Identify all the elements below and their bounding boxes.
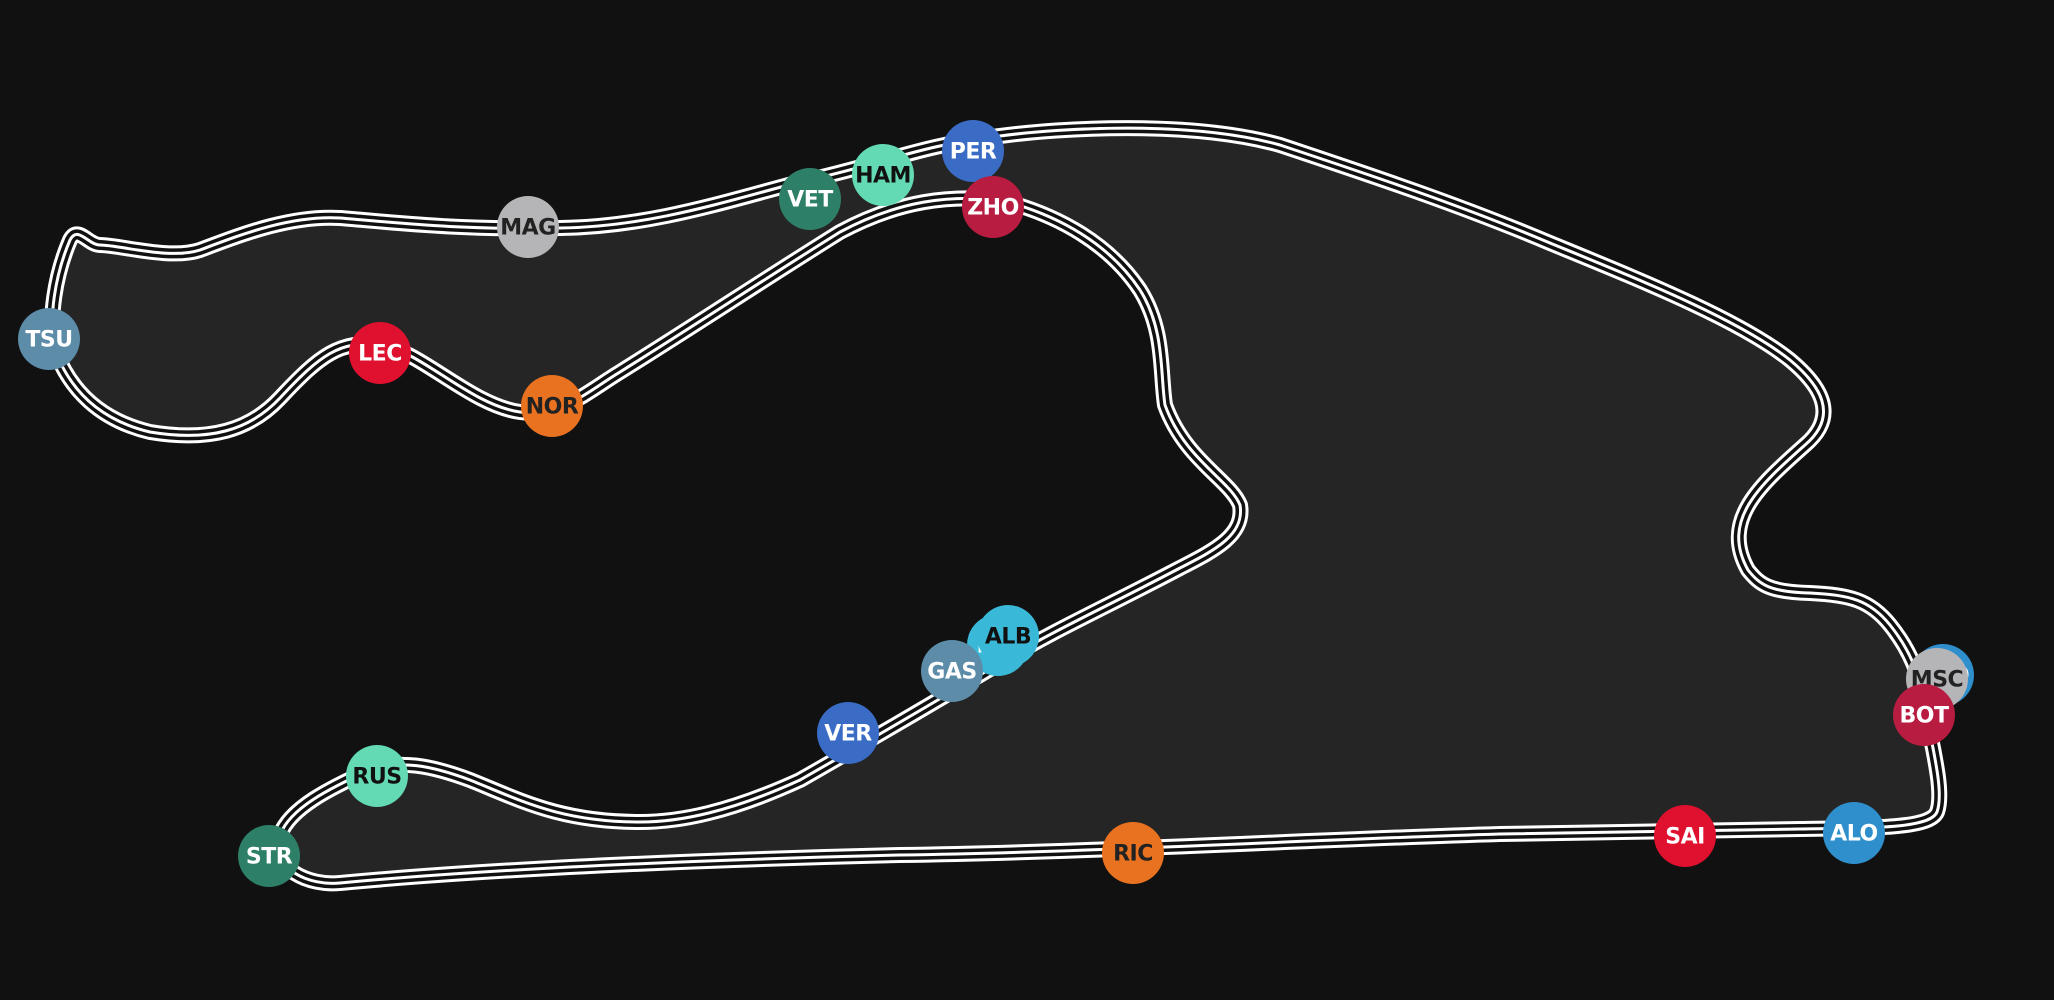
driver-code-label: PER [950, 140, 997, 165]
driver-dot [1102, 822, 1164, 884]
driver-marker-gas[interactable]: GAS [921, 640, 983, 702]
driver-code-label: GAS [927, 660, 976, 685]
driver-dot [1893, 684, 1955, 746]
driver-dot [817, 702, 879, 764]
driver-dot [18, 308, 80, 370]
driver-dot [779, 168, 841, 230]
driver-code-label: ALO [1830, 822, 1877, 847]
driver-code-label: TSU [25, 328, 72, 353]
driver-marker-ver[interactable]: VER [817, 702, 879, 764]
driver-code-label: NOR [526, 395, 579, 420]
driver-marker-bot[interactable]: BOT [1893, 684, 1955, 746]
driver-dot [238, 825, 300, 887]
driver-code-label: HAM [855, 164, 911, 189]
driver-marker-ric[interactable]: RIC [1102, 822, 1164, 884]
driver-code-label: SAI [1665, 825, 1705, 850]
driver-marker-vet[interactable]: VET [779, 168, 841, 230]
driver-marker-per[interactable]: PER [942, 120, 1004, 182]
driver-marker-sai[interactable]: SAI [1654, 805, 1716, 867]
driver-marker-ham[interactable]: HAM [852, 144, 914, 206]
driver-dot [921, 640, 983, 702]
driver-dot [521, 375, 583, 437]
driver-marker-lec[interactable]: LEC [349, 322, 411, 384]
driver-code-label: ZHO [967, 196, 1019, 221]
driver-dot [346, 745, 408, 807]
driver-code-label: RIC [1113, 842, 1153, 867]
driver-code-label: BOT [1900, 704, 1949, 729]
driver-dot [497, 196, 559, 258]
driver-marker-mag[interactable]: MAG [497, 196, 559, 258]
driver-marker-str[interactable]: STR [238, 825, 300, 887]
driver-code-label: LEC [358, 342, 402, 367]
driver-dot [977, 605, 1039, 667]
driver-marker-alb[interactable]: ALB [977, 605, 1039, 667]
driver-dot [1823, 802, 1885, 864]
driver-code-label: RUS [352, 765, 401, 790]
driver-marker-rus[interactable]: RUS [346, 745, 408, 807]
driver-dot [942, 120, 1004, 182]
driver-dot [852, 144, 914, 206]
driver-dot [1654, 805, 1716, 867]
driver-code-label: VER [824, 722, 872, 747]
driver-dot [962, 176, 1024, 238]
driver-marker-alo[interactable]: ALO [1823, 802, 1885, 864]
track-center-line [50, 126, 1941, 885]
driver-marker-zho[interactable]: ZHO [962, 176, 1024, 238]
driver-code-label: STR [246, 845, 293, 870]
driver-code-label: VET [787, 188, 833, 213]
driver-marker-nor[interactable]: NOR [521, 375, 583, 437]
driver-code-label: MAG [500, 216, 555, 241]
driver-dot [349, 322, 411, 384]
driver-marker-tsu[interactable]: TSU [18, 308, 80, 370]
driver-code-label: ALB [985, 625, 1031, 650]
track-infield [52, 128, 1940, 884]
